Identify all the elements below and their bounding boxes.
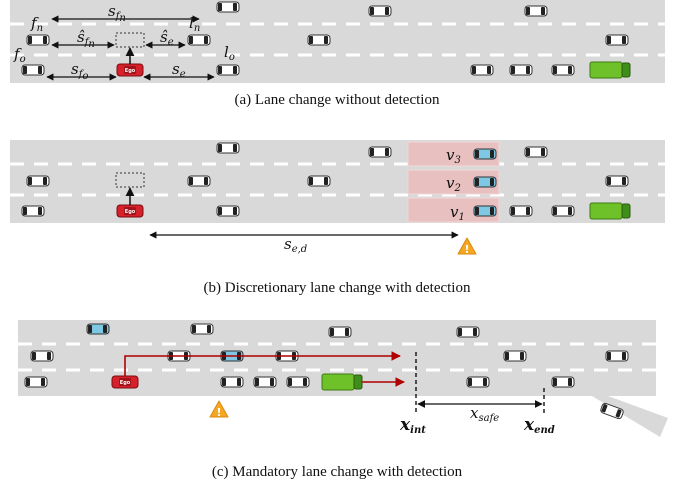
warning-mark: !: [216, 406, 221, 419]
vehicle: [456, 326, 480, 338]
label-s-e: se: [172, 60, 186, 80]
vehicle: [466, 376, 490, 388]
vehicle: [551, 376, 575, 388]
vehicle: [216, 205, 240, 217]
panel-b: Ego v3 v2 v1 se,d ! (b) Discretionary la…: [10, 140, 665, 296]
vehicle: [30, 350, 54, 362]
label-s-fn: sfn: [108, 2, 126, 24]
detected-vehicle: [86, 323, 110, 335]
label-s-hat-fn: ŝfn: [77, 28, 95, 50]
vehicle: [216, 142, 240, 154]
vehicle-l-o: [216, 64, 240, 76]
vehicle-f-n: [26, 34, 50, 46]
vehicle: [307, 34, 331, 46]
label-f-o: fo: [13, 45, 26, 65]
label-s-hat-e: ŝe: [160, 28, 174, 48]
label-x-safe: xsafe: [470, 404, 499, 424]
detected-vehicle-v3: [473, 148, 497, 160]
label-l-n: ln: [189, 14, 200, 34]
vehicle: [470, 64, 494, 76]
caption-c: (c) Mandatory lane change with detection: [212, 464, 463, 480]
vehicle: [368, 146, 392, 158]
vehicle: [216, 1, 240, 13]
ego-label: Ego: [125, 209, 136, 215]
vehicle: [605, 34, 629, 46]
panel-a: Ego sfn fn ln ŝfn ŝe lo fo sfo se (a) La…: [10, 0, 665, 108]
vehicle: [509, 64, 533, 76]
detected-vehicle-v1: [473, 205, 497, 217]
vehicle: [509, 205, 533, 217]
vehicle: [503, 350, 527, 362]
vehicle: [368, 5, 392, 17]
truck: [589, 202, 631, 220]
caption-b: (b) Discretionary lane change with detec…: [204, 280, 471, 296]
vehicle: [328, 326, 352, 338]
vehicle: [24, 376, 48, 388]
vehicle: [253, 376, 277, 388]
vehicle-f-o: [21, 64, 45, 76]
label-x-end: xend: [523, 415, 555, 436]
label-v2: v2: [446, 174, 461, 194]
label-s-ed: se,d: [284, 235, 307, 255]
label-l-o: lo: [224, 43, 235, 63]
vehicle: [524, 5, 548, 17]
vehicle: [26, 175, 50, 187]
target-gap: [115, 32, 145, 48]
ego-label: Ego: [125, 68, 136, 74]
vehicle: [286, 376, 310, 388]
vehicle: [551, 64, 575, 76]
truck: [321, 373, 363, 391]
off-ramp: [592, 396, 668, 437]
vehicle: [524, 146, 548, 158]
vehicle-l-n: [187, 34, 211, 46]
target-gap: [115, 172, 145, 188]
vehicle: [605, 350, 629, 362]
label-f-n: fn: [30, 14, 43, 34]
vehicle: [220, 376, 244, 388]
label-v1: v1: [450, 203, 465, 223]
truck: [589, 61, 631, 79]
label-s-fo: sfo: [71, 60, 88, 82]
panel-c: Ego ! xint xsafe xend (c) Mandatory lane…: [18, 320, 668, 480]
vehicle: [21, 205, 45, 217]
caption-a: (a) Lane change without detection: [235, 92, 440, 108]
vehicle: [605, 175, 629, 187]
label-v3: v3: [446, 146, 461, 166]
ego-trajectory: [124, 351, 401, 376]
vehicle: [190, 323, 214, 335]
vehicle: [307, 175, 331, 187]
warning-mark: !: [464, 243, 469, 256]
label-x-int: xint: [399, 415, 426, 436]
vehicle: [187, 175, 211, 187]
detected-vehicle-v2: [473, 176, 497, 188]
vehicle: [551, 205, 575, 217]
ego-label: Ego: [120, 380, 131, 386]
